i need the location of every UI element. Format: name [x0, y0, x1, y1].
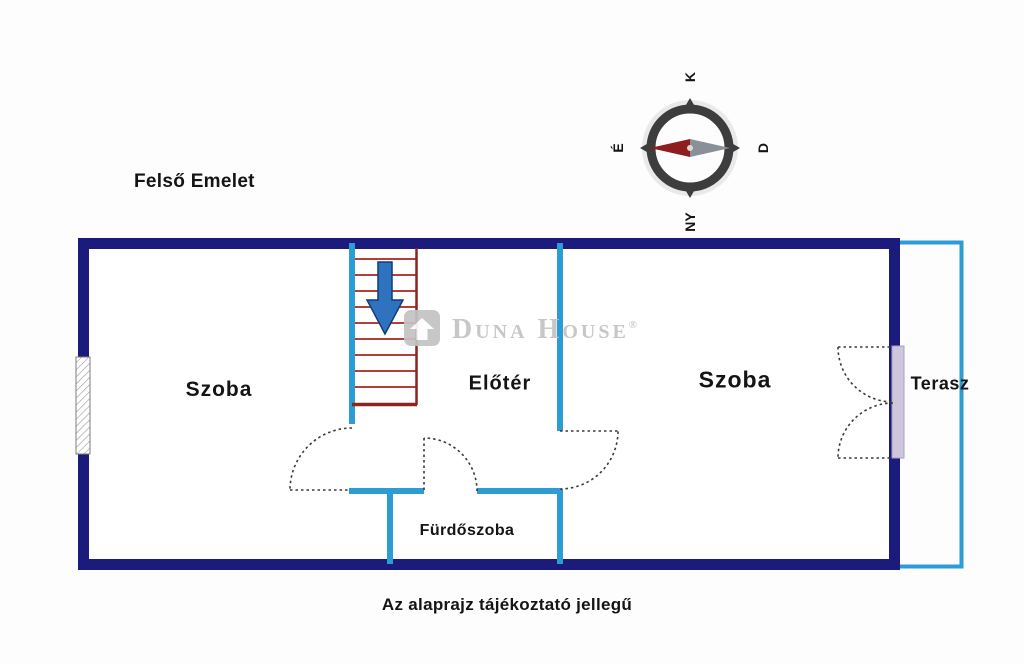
watermark: Duna House® — [403, 306, 637, 349]
outer-walls — [78, 238, 900, 570]
door-furdoszoba — [423, 437, 478, 492]
interior-walls — [349, 243, 563, 564]
watermark-brand: Duna House® — [452, 314, 638, 345]
door-szoba-right — [559, 430, 619, 490]
compass-needle-north — [650, 139, 690, 157]
left-window — [75, 356, 91, 455]
compass-label-west: NY — [682, 212, 698, 232]
terrace-door-glazing — [891, 345, 905, 459]
floor-title: Felső Emelet — [134, 171, 255, 192]
compass-rose — [640, 98, 740, 198]
compass-ticks — [640, 98, 740, 198]
room-label-terasz: Terasz — [910, 373, 970, 394]
room-label-szoba-left: Szoba — [185, 378, 253, 401]
stair-direction-arrow-icon — [365, 261, 405, 336]
compass-needle-south — [690, 139, 730, 157]
compass-label-east: K — [682, 71, 698, 83]
windows — [75, 345, 905, 459]
duna-house-logo-icon — [404, 309, 440, 346]
terrace-outline — [898, 240, 964, 569]
compass-label-south: D — [755, 142, 771, 154]
door-swings — [289, 346, 894, 492]
staircase — [352, 248, 418, 407]
disclaimer-text: Az alaprajz tájékoztató jellegű — [381, 595, 633, 614]
compass-label-north: É — [610, 143, 626, 153]
room-label-szoba-right: Szoba — [698, 366, 772, 393]
room-label-furdoszoba: Fürdőszoba — [419, 522, 515, 539]
registered-mark: ® — [628, 319, 638, 331]
room-label-eloter: Előtér — [468, 372, 532, 395]
door-szoba-left — [289, 427, 353, 491]
